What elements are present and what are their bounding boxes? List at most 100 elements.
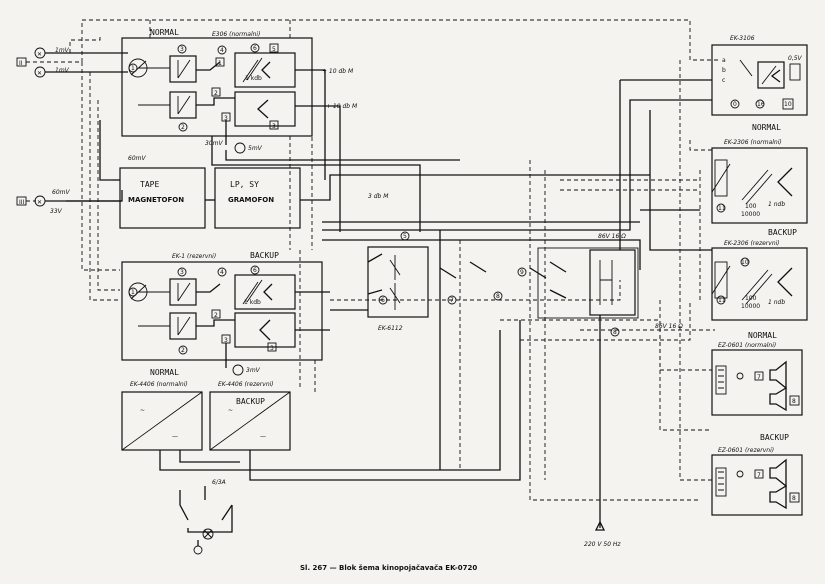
svg-text:8: 8 — [496, 293, 500, 300]
svg-text:1: 1 — [218, 60, 222, 67]
label-db10b: + 10 db M — [326, 103, 358, 110]
svg-text:7: 7 — [757, 374, 761, 381]
ek3106-model: EK-3106 — [730, 35, 755, 42]
label-ohm86b: 86V 16 Ω — [655, 323, 683, 330]
label-db10a: + 10 db M — [322, 68, 354, 75]
svg-text:6: 6 — [253, 45, 257, 52]
tape-handwritten: TAPE — [140, 180, 159, 189]
ez-normal-model: EZ-0601 (normalni) — [718, 342, 776, 349]
svg-text:1 kdb: 1 kdb — [244, 299, 261, 306]
label-3db: 3 db M — [368, 193, 389, 200]
svg-text:16: 16 — [757, 101, 765, 108]
ps-backup-handwritten: BACKUP — [236, 397, 265, 406]
mains-switch: 6/3A — [179, 479, 233, 555]
switch-unit: EK-6112 5 6 — [367, 231, 429, 332]
svg-text:✕: ✕ — [37, 199, 42, 206]
preamp-backup: EK-1 (rezervni) BACKUP 1 3 2 4 6 1 kdb 3… — [121, 251, 330, 376]
svg-text:1: 1 — [131, 65, 135, 72]
svg-text:3: 3 — [270, 345, 274, 352]
ek2306n-res10000: 10000 — [741, 211, 760, 218]
preamp-normal-handwritten: NORMAL — [150, 28, 179, 37]
svg-text:1 kdb: 1 kdb — [245, 75, 262, 82]
label-spk05: 0,5V — [788, 55, 803, 62]
svg-text:5: 5 — [272, 46, 276, 53]
label-60mv: 60mV — [52, 189, 70, 196]
ps-normal-handwritten: NORMAL — [150, 368, 179, 377]
label-3mv: 3mV — [246, 367, 261, 374]
svg-text:4: 4 — [220, 269, 224, 276]
svg-text:2: 2 — [181, 347, 185, 354]
input-wiring — [26, 19, 720, 301]
power-supply-backup: ~ — EK-4406 (rezervni) BACKUP — [209, 381, 291, 451]
label-30mv: 30mV — [205, 140, 223, 147]
label-in1: 1mV — [55, 47, 70, 54]
preamp-normal: NORMAL E306 (normalni) 1 3 2 4 1 6 5 1 k… — [121, 20, 358, 154]
unit-ez0601-backup: BACKUP EZ-0601 (rezervni) 7 8 — [711, 433, 803, 516]
ez-backup-model: EZ-0601 (rezervni) — [718, 447, 774, 454]
svg-text:~: ~ — [140, 407, 145, 414]
svg-text:0: 0 — [733, 101, 737, 108]
unit-ek2306-backup: BACKUP EK-2306 (rezervni) 11 10 100 1000… — [711, 228, 808, 321]
svg-text:10: 10 — [741, 259, 749, 266]
ps-normal-model: EK-4406 (normalni) — [130, 381, 188, 388]
relay-contacts: 7 8 9 8 — [439, 247, 639, 337]
preamp-backup-handwritten: BACKUP — [250, 251, 279, 260]
svg-text:9: 9 — [520, 269, 524, 276]
unit-ez0601-normal: NORMAL EZ-0601 (normalni) 7 8 — [711, 331, 803, 416]
label-gain2a: 1 ndb — [768, 201, 785, 208]
svg-text:1: 1 — [131, 289, 135, 296]
label-fuse: 6/3A — [212, 479, 226, 486]
label-mains: 220 V 50 Hz — [584, 541, 621, 548]
ez-normal-handwritten: NORMAL — [748, 331, 777, 340]
unit-ek2306-normal: NORMAL EK-2306 (normalni) 11 100 10000 1… — [711, 123, 808, 224]
svg-text:a: a — [722, 57, 726, 64]
svg-text:10: 10 — [784, 101, 792, 108]
label-in2: 1mV — [55, 67, 70, 74]
switch-unit-model: EK-6112 — [378, 325, 403, 332]
figure-caption: Sl. 267 — Blok šema kinopojačavača EK-07… — [300, 564, 477, 572]
svg-text:8: 8 — [613, 329, 617, 336]
svg-text:6: 6 — [253, 267, 257, 274]
svg-text:3: 3 — [224, 115, 228, 122]
svg-text:III: III — [19, 199, 25, 206]
svg-text:2: 2 — [181, 124, 185, 131]
ek2306-backup-handwritten: BACKUP — [768, 228, 797, 237]
label-33v: 33V — [50, 208, 63, 215]
svg-text:II: II — [19, 60, 23, 67]
svg-text:3: 3 — [180, 46, 184, 53]
preamp-normal-model: E306 (normalni) — [212, 31, 260, 38]
svg-text:b: b — [722, 67, 726, 74]
ps-backup-model: EK-4406 (rezervni) — [218, 381, 274, 388]
svg-text:6: 6 — [381, 297, 385, 304]
svg-text:11: 11 — [718, 297, 726, 304]
ek2306-backup-model: EK-2306 (rezervni) — [724, 240, 780, 247]
gramofon-handwritten: LP, SY — [230, 180, 259, 189]
svg-text:7: 7 — [450, 297, 454, 304]
svg-text:3: 3 — [180, 269, 184, 276]
svg-text:—: — — [260, 433, 266, 440]
svg-text:✕: ✕ — [37, 51, 42, 58]
label-5mv: 5mV — [248, 145, 263, 152]
svg-text:4: 4 — [220, 47, 224, 54]
svg-text:5: 5 — [403, 233, 407, 240]
svg-text:—: — — [172, 433, 178, 440]
power-supply-normal: ~ — EK-4406 (normalni) NORMAL — [121, 368, 203, 451]
svg-text:7: 7 — [757, 472, 761, 479]
gramofon-unit: LP, SY GRAMOFON — [214, 167, 301, 229]
svg-text:✕: ✕ — [37, 70, 42, 77]
svg-text:8: 8 — [792, 495, 796, 502]
svg-text:3: 3 — [224, 337, 228, 344]
tape-unit: TAPE MAGNETOFON — [119, 167, 206, 229]
ek2306b-res10000: 10000 — [741, 303, 760, 310]
unit-ek3106: EK-3106 abc 0,5V 0 16 10 — [711, 35, 808, 116]
label-gain2b: 1 ndb — [768, 299, 785, 306]
svg-text:2: 2 — [214, 312, 218, 319]
svg-text:2: 2 — [214, 90, 218, 97]
svg-text:~: ~ — [228, 407, 233, 414]
ek2306n-res100: 100 — [745, 203, 757, 210]
svg-text:c: c — [722, 77, 725, 84]
ek2306-normal-model: EK-2306 (normalni) — [724, 139, 782, 146]
gramofon-label: GRAMOFON — [228, 196, 274, 204]
label-60mv-b: 60mV — [128, 155, 146, 162]
